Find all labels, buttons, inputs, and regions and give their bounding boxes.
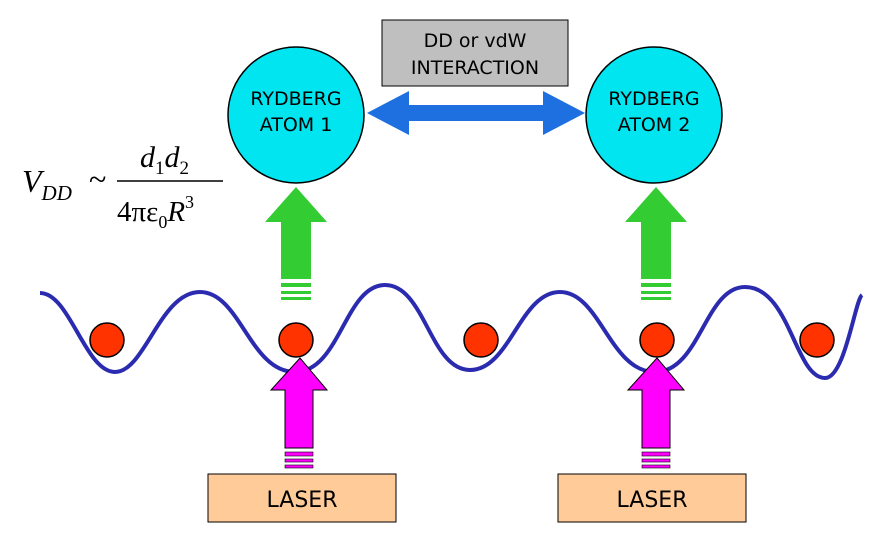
optical-lattice-potential [39, 282, 864, 381]
lattice-atom [463, 322, 499, 358]
svg-text:d1d2: d1d2 [140, 141, 189, 179]
laser-box-1: LASER [207, 473, 397, 523]
laser-arrow-1 [269, 357, 329, 469]
rydberg-atom-2-line2: ATOM 2 [618, 114, 691, 136]
formula-r-superscript: 3 [185, 192, 194, 212]
formula-denominator-prefix: 4πε [117, 196, 158, 228]
excitation-arrow-1 [265, 187, 327, 300]
svg-text:VDD: VDD [22, 163, 72, 205]
rydberg-atom-1-line2: ATOM 1 [260, 114, 333, 136]
formula-d1-subscript: 1 [155, 158, 165, 179]
interaction-double-arrow [367, 91, 585, 135]
formula-r: R [166, 196, 185, 228]
laser-label: LASER [617, 488, 688, 513]
formula-d2-subscript: 2 [180, 158, 190, 179]
lattice-atoms [89, 322, 835, 358]
lattice-atom [89, 322, 125, 358]
formula-v-subscript: DD [41, 181, 72, 205]
svg-text:4πε0R3: 4πε0R3 [117, 192, 194, 232]
formula-v: V [22, 163, 45, 199]
laser-label: LASER [267, 488, 338, 513]
rydberg-atom-1-line1: RYDBERG [250, 88, 341, 110]
lattice-atom [278, 322, 314, 358]
formula-d2: d [165, 141, 181, 174]
rydberg-atom-2: RYDBERG ATOM 2 [585, 46, 723, 184]
lattice-atom [799, 322, 835, 358]
lattice-atom [639, 322, 675, 358]
laser-box-2: LASER [557, 473, 747, 523]
rydberg-atom-2-line1: RYDBERG [608, 88, 699, 110]
dipole-dipole-formula: VDD ~ d1d2 4πε0R3 [22, 141, 223, 232]
laser-arrow-2 [626, 357, 686, 469]
rydberg-atom-1: RYDBERG ATOM 1 [227, 46, 365, 184]
formula-relation: ~ [89, 161, 106, 197]
interaction-label-line2: INTERACTION [411, 57, 539, 79]
formula-d1: d [140, 141, 156, 174]
formula-eps-subscript: 0 [158, 212, 167, 232]
interaction-label-box: DD or vdW INTERACTION [381, 19, 569, 87]
interaction-label-line1: DD or vdW [424, 30, 527, 52]
excitation-arrow-2 [625, 187, 687, 300]
